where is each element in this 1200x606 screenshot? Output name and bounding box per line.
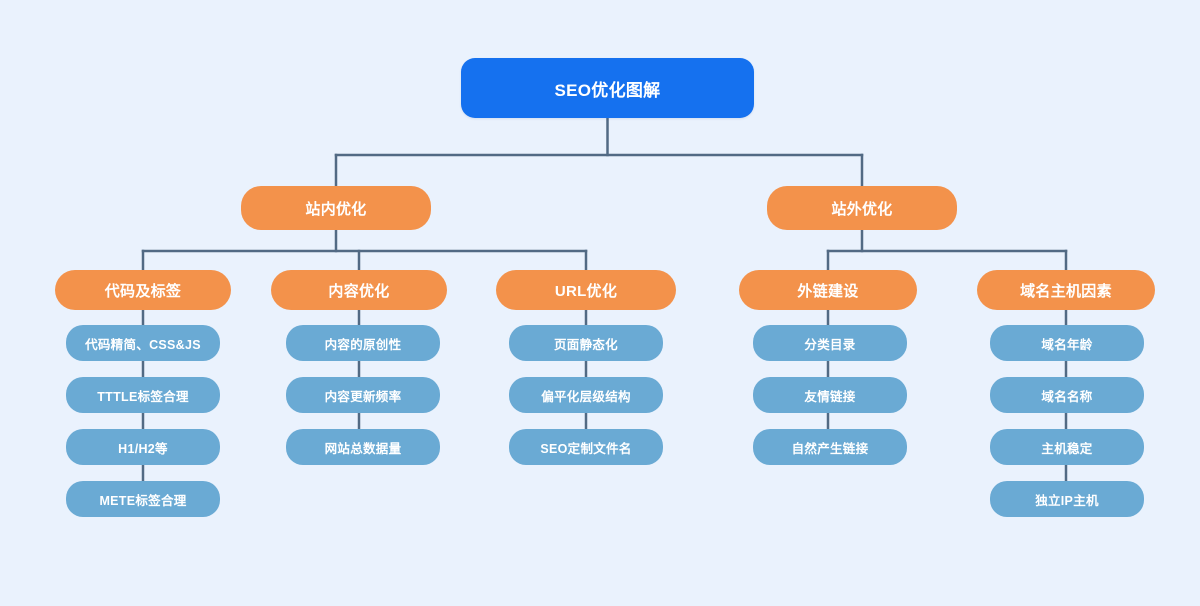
category-node-1-3[interactable]: URL优化	[496, 270, 676, 310]
leaf-node-2-1-2[interactable]: 友情链接	[753, 377, 907, 413]
leaf-node-1-2-2[interactable]: 内容更新频率	[286, 377, 440, 413]
leaf-node-1-2-3[interactable]: 网站总数据量	[286, 429, 440, 465]
leaf-node-1-2-1[interactable]: 内容的原创性	[286, 325, 440, 361]
category-node-1-2[interactable]: 内容优化	[271, 270, 447, 310]
root-node[interactable]: SEO优化图解	[461, 58, 754, 118]
leaf-node-2-2-4[interactable]: 独立IP主机	[990, 481, 1144, 517]
leaf-node-1-1-2[interactable]: TTTLE标签合理	[66, 377, 220, 413]
leaf-node-1-3-1[interactable]: 页面静态化	[509, 325, 663, 361]
category-node-1-1[interactable]: 代码及标签	[55, 270, 231, 310]
leaf-node-2-1-1[interactable]: 分类目录	[753, 325, 907, 361]
leaf-node-2-2-2[interactable]: 域名名称	[990, 377, 1144, 413]
leaf-node-1-1-4[interactable]: METE标签合理	[66, 481, 220, 517]
leaf-node-1-3-3[interactable]: SEO定制文件名	[509, 429, 663, 465]
leaf-node-1-1-1[interactable]: 代码精简、CSS&JS	[66, 325, 220, 361]
leaf-node-2-2-1[interactable]: 域名年龄	[990, 325, 1144, 361]
branch-node-2[interactable]: 站外优化	[767, 186, 957, 230]
branch-node-1[interactable]: 站内优化	[241, 186, 431, 230]
leaf-node-1-1-3[interactable]: H1/H2等	[66, 429, 220, 465]
leaf-node-1-3-2[interactable]: 偏平化层级结构	[509, 377, 663, 413]
leaf-node-2-1-3[interactable]: 自然产生链接	[753, 429, 907, 465]
category-node-2-2[interactable]: 域名主机因素	[977, 270, 1155, 310]
category-node-2-1[interactable]: 外链建设	[739, 270, 917, 310]
leaf-node-2-2-3[interactable]: 主机稳定	[990, 429, 1144, 465]
